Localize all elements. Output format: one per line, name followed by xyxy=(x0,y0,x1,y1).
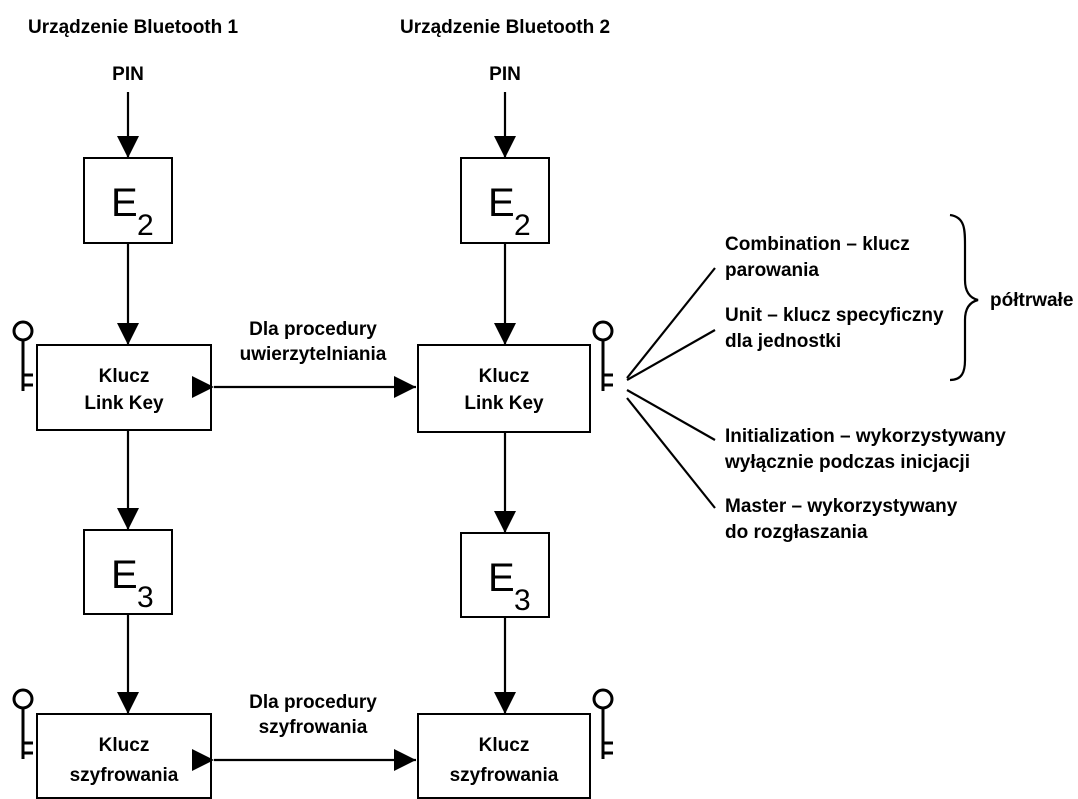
e3-symbol: E xyxy=(488,556,515,600)
cipher-key-line1: Klucz xyxy=(479,735,530,756)
key-type-master-line1: Master – wykorzystywany xyxy=(725,496,958,517)
key-icon xyxy=(592,688,615,761)
key-type-initialization-line1: Initialization – wykorzystywany xyxy=(725,426,1006,447)
e3-symbol: E xyxy=(111,553,138,597)
cipher-procedure-line2: szyfrowania xyxy=(259,717,368,738)
key-type-combination-line2: parowania xyxy=(725,260,819,281)
key-type-initialization-line2: wyłącznie podczas inicjacji xyxy=(724,452,970,473)
cipher-key-line1: Klucz xyxy=(99,735,150,756)
link-key-line1: Klucz xyxy=(479,366,530,387)
key-type-unit-line1: Unit – klucz specyficzny xyxy=(725,305,944,326)
key-type-unit-line2: dla jednostki xyxy=(725,331,841,352)
e2-subscript: 2 xyxy=(137,209,154,242)
e3-box-1: E 3 xyxy=(83,529,173,615)
e2-symbol: E xyxy=(111,181,138,225)
e2-subscript: 2 xyxy=(514,209,531,242)
semi-permanent-brace xyxy=(949,213,979,382)
link-key-box-1: Klucz Link Key xyxy=(36,344,212,431)
link-key-line1: Klucz xyxy=(99,366,150,387)
cipher-key-box-1: Klucz szyfrowania xyxy=(36,713,212,799)
key-icon xyxy=(12,688,35,761)
device-1-title: Urządzenie Bluetooth 1 xyxy=(28,17,239,38)
fan-line-unit xyxy=(626,329,716,381)
auth-procedure-line2: uwierzytelniania xyxy=(240,344,387,365)
e3-subscript: 3 xyxy=(137,581,154,614)
cipher-key-box-2: Klucz szyfrowania xyxy=(417,713,591,799)
fan-line-initialization xyxy=(626,389,716,441)
cipher-key-line2: szyfrowania xyxy=(450,765,559,786)
fan-line-combination xyxy=(626,267,716,379)
cipher-procedure-line1: Dla procedury xyxy=(249,692,377,713)
e3-box-2: E 3 xyxy=(460,532,550,618)
pin-label-2: PIN xyxy=(489,64,521,85)
fan-line-master xyxy=(626,397,716,509)
e2-box-2: E 2 xyxy=(460,157,550,244)
link-key-line2: Link Key xyxy=(84,393,164,414)
device-2-title: Urządzenie Bluetooth 2 xyxy=(400,17,610,38)
link-key-box-2: Klucz Link Key xyxy=(417,344,591,433)
e2-box-1: E 2 xyxy=(83,157,173,244)
link-key-line2: Link Key xyxy=(464,393,544,414)
key-icon xyxy=(592,320,615,393)
e2-symbol: E xyxy=(488,181,515,225)
key-icon xyxy=(12,320,35,393)
key-type-master-line2: do rozgłaszania xyxy=(725,522,868,543)
cipher-key-line2: szyfrowania xyxy=(70,765,179,786)
auth-procedure-line1: Dla procedury xyxy=(249,319,377,340)
e3-subscript: 3 xyxy=(514,584,531,617)
pin-label-1: PIN xyxy=(112,64,144,85)
semi-permanent-label: półtrwałe xyxy=(990,290,1073,311)
key-type-combination-line1: Combination – klucz xyxy=(725,234,910,255)
